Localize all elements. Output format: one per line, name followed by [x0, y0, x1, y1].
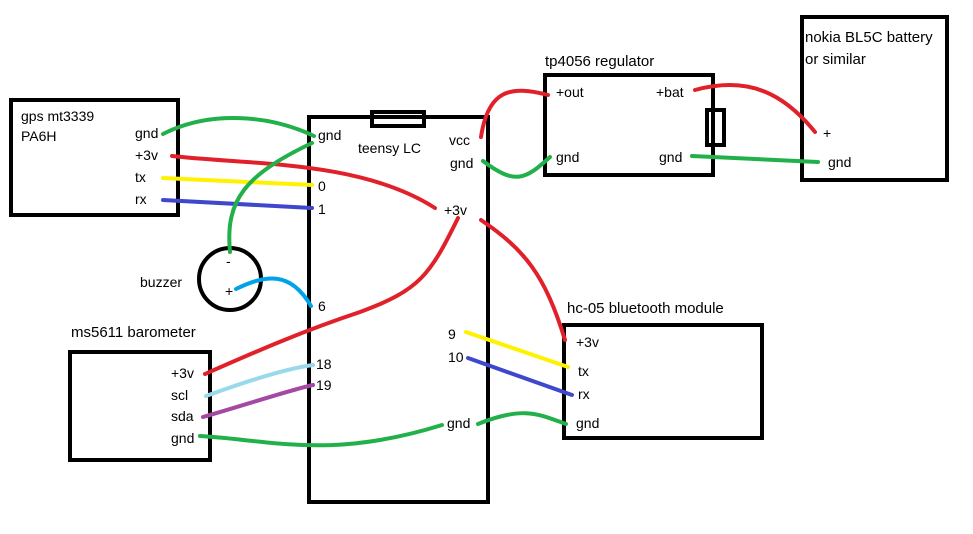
gps-title-line2: PA6H [21, 128, 57, 144]
regulator-box [543, 73, 715, 177]
wire-bt-rx [466, 356, 574, 397]
teensy-usb-connector [370, 110, 426, 128]
teensy-pin6-label: 6 [318, 298, 326, 314]
wire-gps-gnd [161, 116, 316, 138]
wire-buzzer-plus [234, 276, 313, 308]
wire-bt-3v [479, 218, 567, 342]
gps-3v-label: +3v [135, 147, 158, 163]
battery-box [800, 15, 949, 182]
battery-title-line2: or similar [805, 51, 866, 68]
bluetooth-gnd-label: gnd [576, 415, 599, 431]
teensy-pin19-label: 19 [316, 377, 332, 393]
wire-teensy-gnd-reg [481, 155, 552, 179]
buzzer-plus-label: + [225, 283, 233, 299]
teensy-gnd-bottom-label: gnd [447, 415, 470, 431]
teensy-box [307, 115, 490, 504]
regulator-gnd-right-label: gnd [659, 149, 682, 165]
barometer-sda-label: sda [171, 408, 194, 424]
teensy-vcc-label: vcc [449, 132, 470, 148]
wire-bat-plus [693, 82, 817, 134]
barometer-scl-label: scl [171, 387, 188, 403]
bluetooth-tx-label: tx [578, 363, 589, 379]
wire-bt-gnd [476, 411, 568, 426]
bluetooth-box [562, 323, 764, 440]
gps-tx-label: tx [135, 169, 146, 185]
bluetooth-rx-label: rx [578, 386, 590, 402]
teensy-pin1-label: 1 [318, 201, 326, 217]
wire-baro-sda [201, 383, 315, 419]
wire-baro-gnd [198, 423, 444, 448]
teensy-pin10-label: 10 [448, 349, 464, 365]
regulator-connector [705, 108, 726, 147]
regulator-bat-label: +bat [656, 84, 684, 100]
barometer-title: ms5611 barometer [71, 324, 196, 341]
buzzer-minus-label: - [226, 253, 231, 269]
gps-title-line1: gps mt3339 [21, 108, 94, 124]
teensy-title: teensy LC [358, 140, 421, 156]
gps-gnd-label: gnd [135, 125, 158, 141]
teensy-3v-label: +3v [444, 202, 467, 218]
buzzer-title: buzzer [140, 274, 182, 290]
wire-bt-tx [464, 330, 570, 369]
gps-rx-label: rx [135, 191, 147, 207]
teensy-pin18-label: 18 [316, 356, 332, 372]
battery-gnd-label: gnd [828, 154, 851, 170]
teensy-gnd-label: gnd [318, 127, 341, 143]
wire-vcc-out [479, 88, 550, 139]
bluetooth-3v-label: +3v [576, 334, 599, 350]
battery-title-line1: nokia BL5C battery [805, 29, 933, 46]
wire-baro-scl [204, 363, 315, 398]
teensy-gnd-right-label: gnd [450, 155, 473, 171]
wire-gps-tx [161, 176, 314, 187]
battery-plus-label: + [823, 125, 831, 141]
barometer-box [68, 350, 212, 462]
wire-gps-3v [170, 154, 437, 210]
wire-baro-3v [203, 216, 460, 376]
wire-bat-gnd [690, 154, 820, 164]
regulator-title: tp4056 regulator [545, 53, 654, 70]
wire-buzzer-gnd [227, 141, 314, 254]
regulator-out-label: +out [556, 84, 584, 100]
regulator-gnd-left-label: gnd [556, 149, 579, 165]
teensy-pin9-label: 9 [448, 326, 456, 342]
bluetooth-title: hc-05 bluetooth module [567, 300, 724, 317]
teensy-pin0-label: 0 [318, 178, 326, 194]
barometer-3v-label: +3v [171, 365, 194, 381]
barometer-gnd-label: gnd [171, 430, 194, 446]
